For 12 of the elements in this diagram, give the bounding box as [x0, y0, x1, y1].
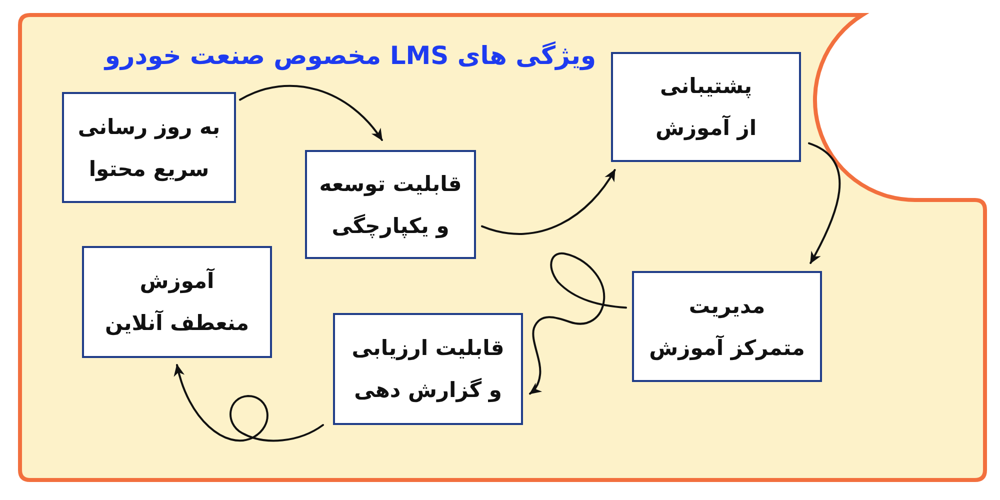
title: ویژگی های LMS مخصوص صنعت خودرو — [104, 40, 596, 72]
text-box: قابلیت ارزیابی و گزارش دهی — [333, 313, 523, 425]
text-box: به روز رسانی سریع محتوا — [62, 92, 236, 203]
curved-arrow — [174, 364, 324, 442]
text-box: پشتیبانی از آموزش — [611, 52, 801, 162]
text-box: قابلیت توسعه و یکپارچگی — [305, 150, 476, 259]
text-box: مدیریت متمرکز آموزش — [632, 271, 822, 382]
curved-arrow — [481, 169, 616, 235]
curved-arrow — [239, 84, 383, 141]
curved-arrow — [529, 252, 627, 395]
curved-arrow — [808, 142, 841, 264]
text-box: آموزش منعطف آنلاین — [82, 246, 272, 358]
